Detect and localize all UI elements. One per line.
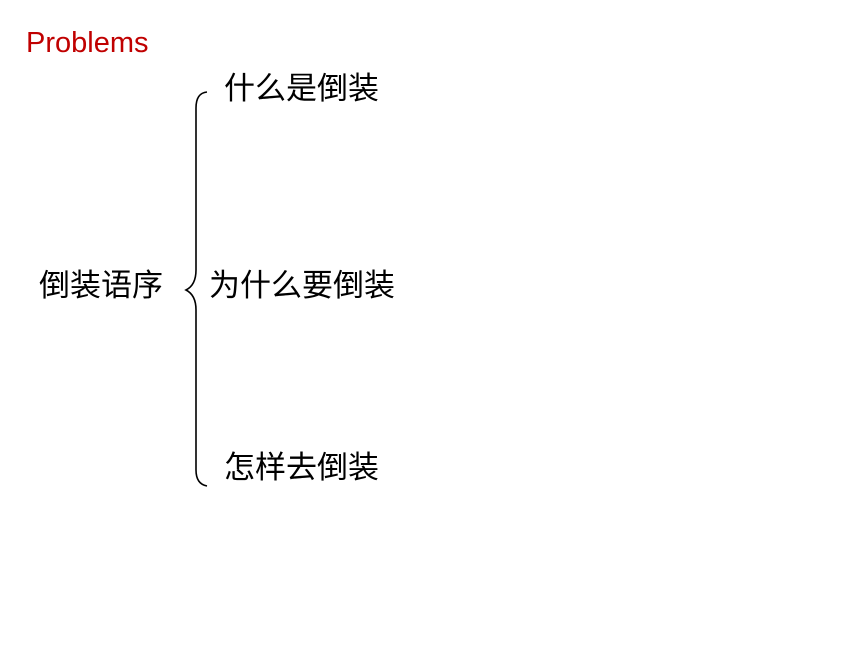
branch-why: 为什么要倒装 — [209, 268, 395, 304]
branch-what: 什么是倒装 — [224, 71, 379, 107]
branch-how: 怎样去倒装 — [224, 450, 379, 486]
slide-title: Problems — [26, 27, 149, 59]
brace-path — [184, 91, 208, 487]
root-topic: 倒装语序 — [39, 268, 163, 304]
